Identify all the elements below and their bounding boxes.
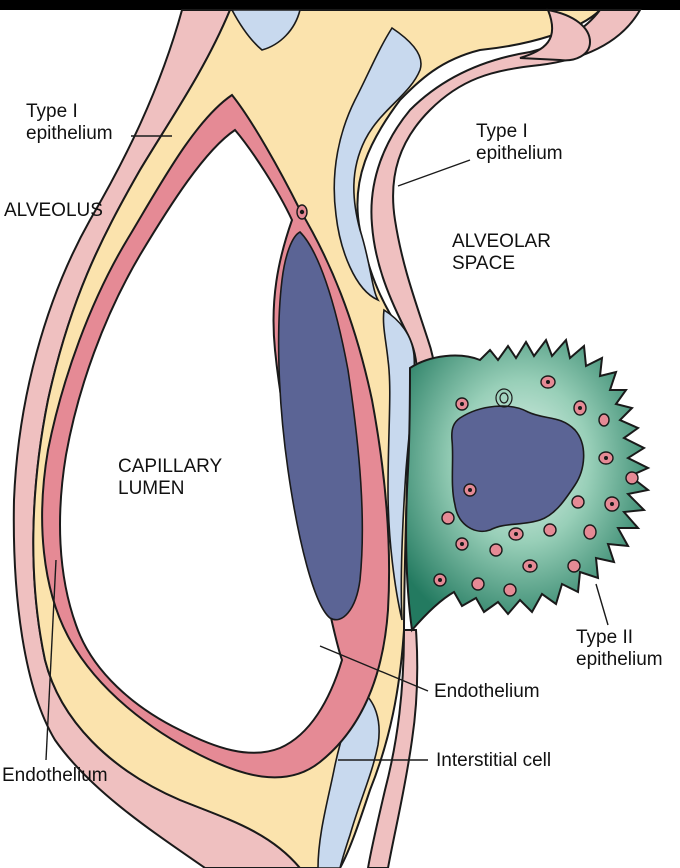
interstitial-region-top xyxy=(230,9,302,51)
lamellar-body-cores xyxy=(438,380,614,582)
label-endothelium-left: Endothelium xyxy=(2,765,108,786)
label-type2-epithelium: Type II epithelium xyxy=(576,627,663,670)
label-type1-epithelium-right: Type I epithelium xyxy=(476,121,563,164)
multivesicular-bodies xyxy=(495,388,513,408)
interstitial-cell xyxy=(317,688,380,868)
top-border xyxy=(0,0,680,10)
endothelial-nucleus xyxy=(277,231,364,621)
label-interstitial-cell: Interstitial cell xyxy=(436,750,552,771)
label-capillary-lumen: CAPILLARY LUMEN xyxy=(118,456,223,499)
lamellar-bodies xyxy=(433,375,639,597)
top-right-alveolus-edge xyxy=(519,8,592,62)
label-alveolus: ALVEOLUS xyxy=(4,200,103,221)
label-endothelium-right: Endothelium xyxy=(434,681,540,702)
small-cell-nucleus xyxy=(299,209,305,215)
leader-lines xyxy=(45,135,609,761)
type2-nucleus xyxy=(451,405,585,532)
label-alveolar-space: ALVEOLAR SPACE xyxy=(452,231,551,274)
capillary-lumen xyxy=(59,128,344,754)
label-type1-epithelium-left: Type I epithelium xyxy=(26,101,113,144)
interstitial-region-upper xyxy=(333,26,422,302)
